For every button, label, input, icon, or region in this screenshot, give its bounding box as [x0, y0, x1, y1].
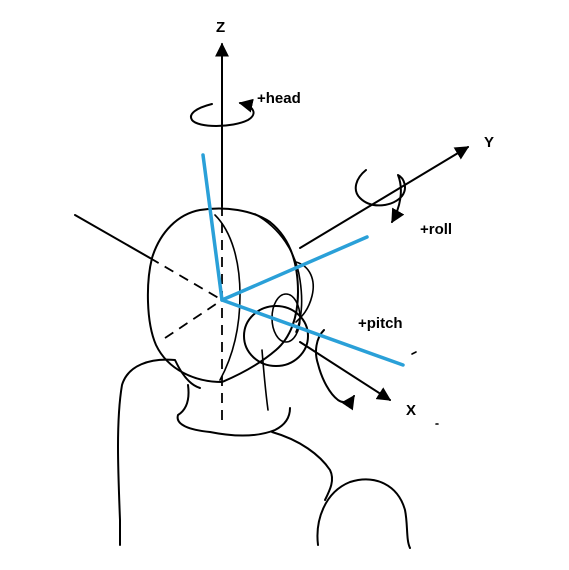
head-rotation-label: +head	[257, 90, 301, 107]
left-shoulder-outline	[117, 358, 201, 546]
roll-rotation-arrow	[354, 169, 406, 224]
body-outline	[117, 349, 411, 549]
pitch-rotation-arrow	[315, 329, 355, 411]
x-axis	[299, 341, 392, 401]
head-side-curve	[214, 214, 241, 381]
right-shoulder-outline	[271, 431, 334, 501]
ear-cup	[243, 305, 309, 367]
y-axis	[299, 146, 470, 249]
dashed-lower-line	[164, 299, 223, 339]
head-outline	[146, 207, 314, 383]
roll-rotation-label: +roll	[420, 221, 452, 238]
y-axis-label: Y	[484, 134, 494, 151]
head-reference-lines	[149, 206, 223, 425]
x-axis-label: X	[406, 402, 416, 419]
sketch-mark	[411, 351, 417, 355]
pitch-rotation-label: +pitch	[358, 315, 403, 332]
headset-forward-axis	[220, 298, 405, 367]
sketch-marks	[411, 351, 439, 425]
dashed-back-line	[149, 257, 223, 301]
neck-front-line	[261, 349, 269, 411]
head-back-detail	[295, 261, 314, 323]
neck-outline	[176, 384, 291, 437]
headset-up-axis	[201, 153, 224, 302]
z-axis-label: Z	[216, 19, 225, 36]
labels: Z Y X +head +roll +pitch	[216, 19, 494, 419]
headset-axes	[201, 153, 405, 367]
rotation-arrows	[190, 98, 406, 411]
right-arm-outline	[316, 478, 411, 549]
head-shape	[146, 207, 299, 383]
back-axis-stub	[74, 214, 151, 259]
headset-side-axis	[220, 235, 369, 302]
head-rotation-arrow	[190, 98, 255, 127]
